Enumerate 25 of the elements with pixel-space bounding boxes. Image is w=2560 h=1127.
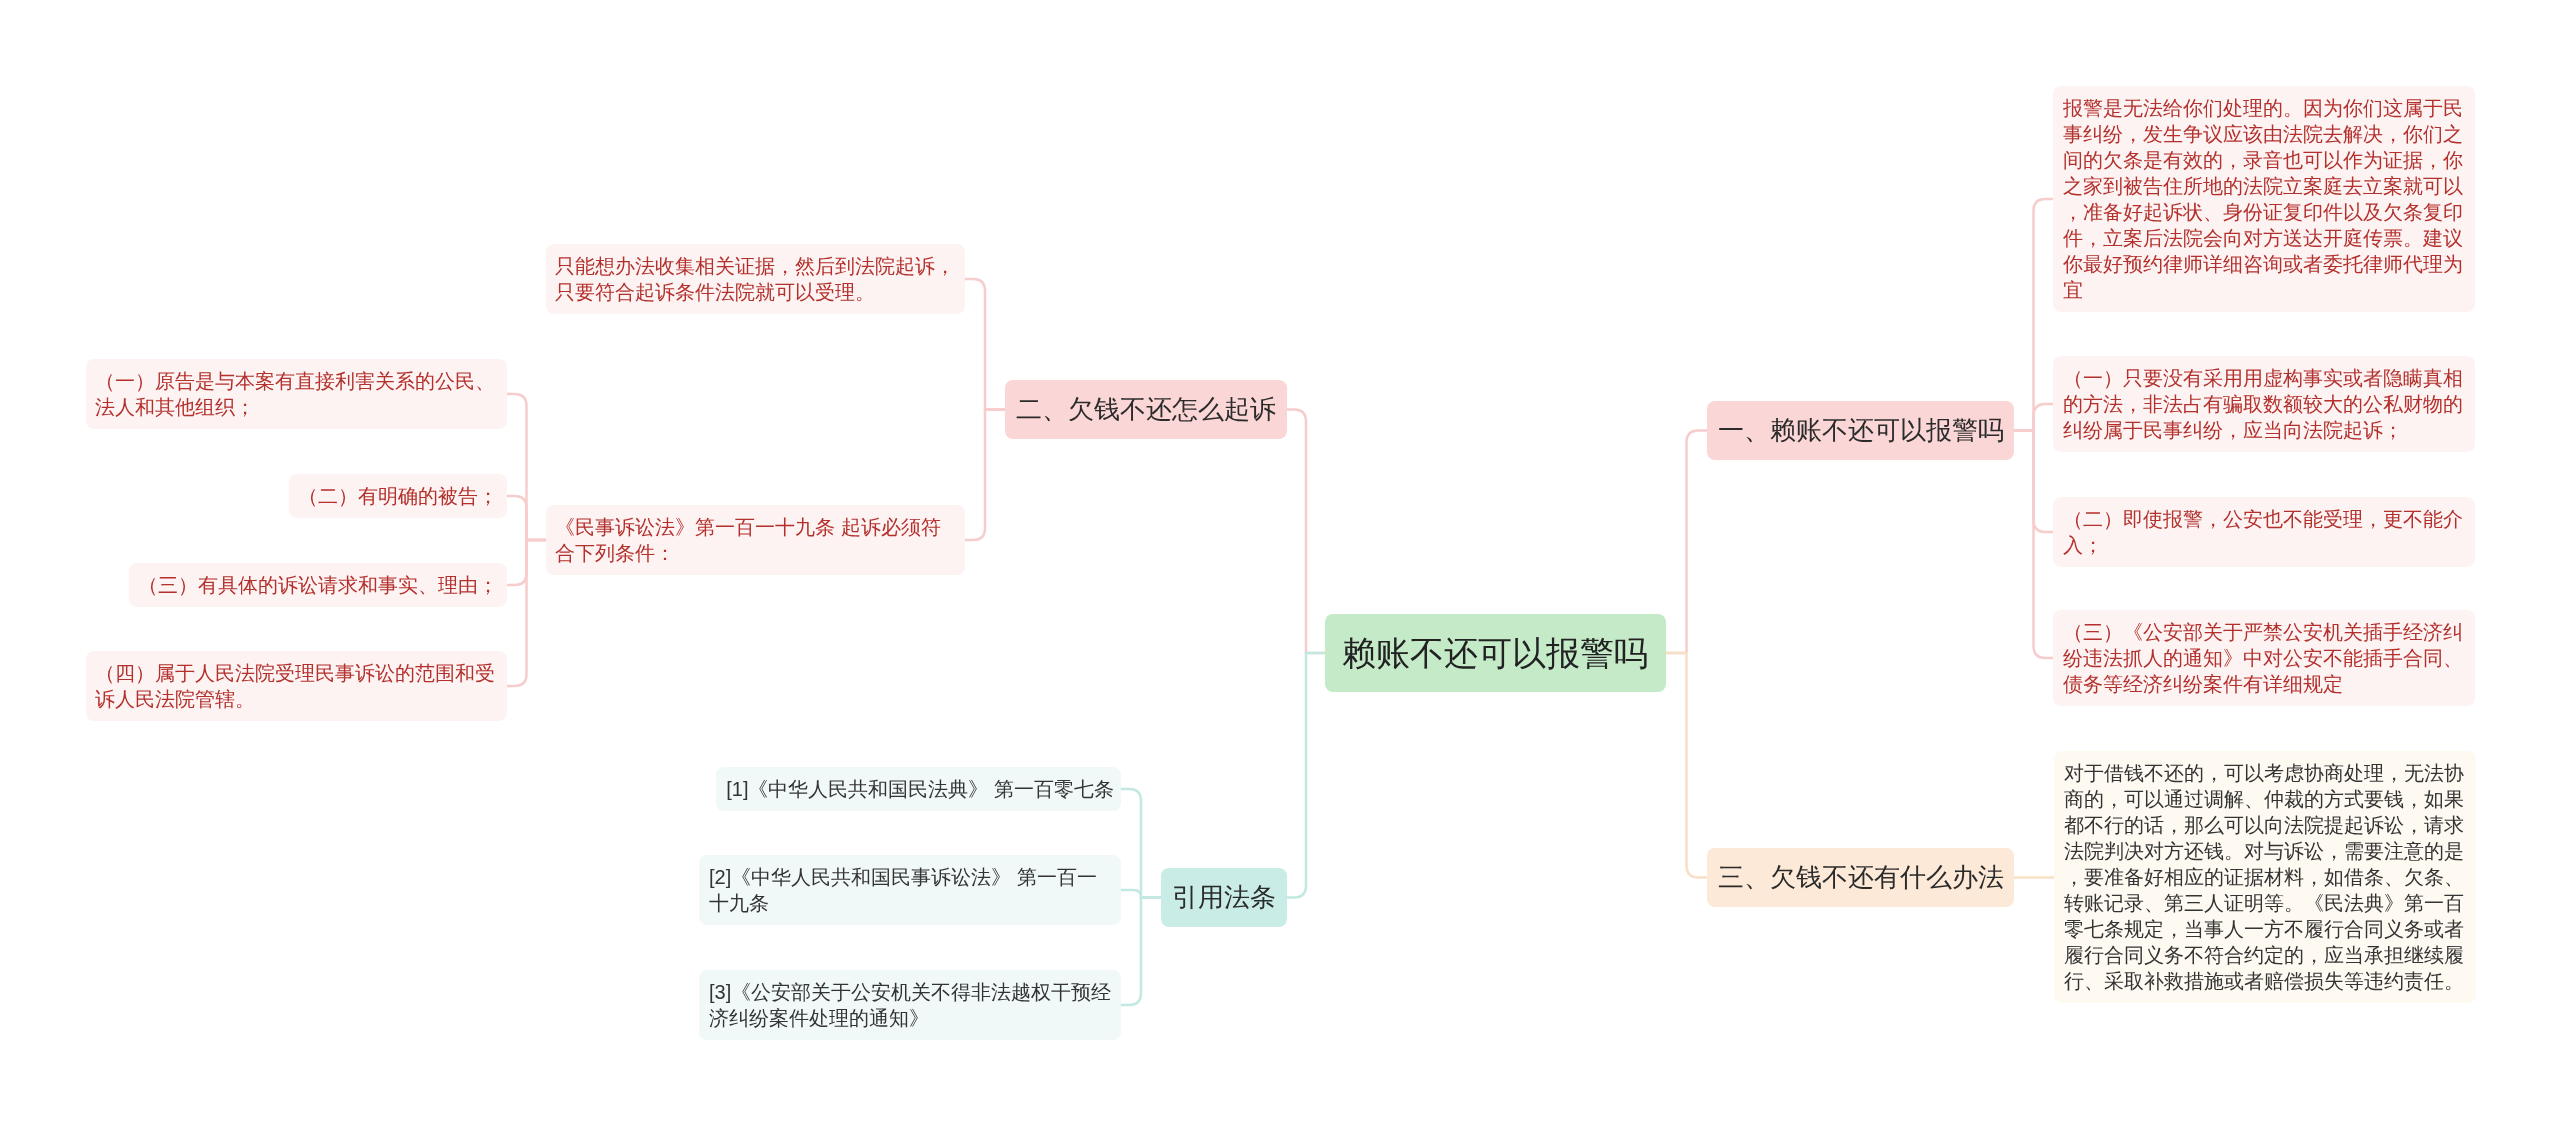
connector-line xyxy=(1666,651,1707,879)
subtopic-box: （二）即使报警，公安也不能受理，更不能介入； xyxy=(2053,497,2475,567)
subtopic-box: [1]《中华人民共和国民法典》 第一百零七条 xyxy=(716,767,1121,811)
subtopic-box: （一）原告是与本案有直接利害关系的公民、法人和其他组织； xyxy=(86,359,507,429)
connector-line xyxy=(2014,429,2053,660)
subtopic-box: 对于借钱不还的，可以考虑协商处理，无法协商的，可以通过调解、仲裁的方式要钱，如果都不行的话，那么可以向法院提起诉讼，请求法院判决对方还钱。对与诉讼，需要注意的是，要准备好相应的证据材料，如借条、欠条、转账记录、第三人证明等。《民法典》第一百零七条规定，当事人一方不履行合同义务或者履行合同义务不符合约定的，应当承担继续履行、采取补救措施或者赔偿损失等违约责任。 xyxy=(2054,751,2476,1003)
subtopic-box: [2]《中华人民共和国民事诉讼法》 第一百一十九条 xyxy=(699,855,1121,925)
connector-line xyxy=(965,408,1005,542)
central-topic: 赖账不还可以报警吗 xyxy=(1325,614,1666,692)
branch-topic: 三、欠钱不还有什么办法 xyxy=(1707,848,2014,907)
subtopic-box: 只能想办法收集相关证据，然后到法院起诉，只要符合起诉条件法院就可以受理。 xyxy=(546,244,965,314)
subtopic-box: （三）《公安部关于严禁公安机关插手经济纠纷违法抓人的通知》中对公安不能插手合同、债务等经济纠纷案件有详细规定 xyxy=(2053,610,2475,706)
subtopic-box: 报警是无法给你们处理的。因为你们这属于民事纠纷，发生争议应该由法院去解决，你们之间的欠条是有效的，录音也可以作为证据，你之家到被告住所地的法院立案庭去立案就可以，准备好起诉状、身份证复印件以及欠条复印件，立案后法院会向对方送达开庭传票。建议你最好预约律师详细咨询或者委托律师代理为宜 xyxy=(2053,86,2475,312)
subtopic-box: [3]《公安部关于公安机关不得非法越权干预经济纠纷案件处理的通知》 xyxy=(699,970,1121,1040)
subtopic-box: 《民事诉讼法》第一百一十九条 起诉必须符合下列条件： xyxy=(546,505,965,575)
subtopic-box: （三）有具体的诉讼请求和事实、理由； xyxy=(129,563,507,607)
connector-line xyxy=(1287,651,1325,899)
connector-line xyxy=(507,538,546,688)
branch-topic: 引用法条 xyxy=(1161,868,1287,927)
subtopic-box: （二）有明确的被告； xyxy=(289,474,507,518)
branch-topic: 一、赖账不还可以报警吗 xyxy=(1707,401,2014,460)
subtopic-box: （一）只要没有采用用虚构事实或者隐瞒真相的方法，非法占有骗取数额较大的公私财物的纠纷属于民事纠纷，应当向法院起诉； xyxy=(2053,356,2475,452)
branch-topic: 二、欠钱不还怎么起诉 xyxy=(1005,380,1287,439)
subtopic-box: （四）属于人民法院受理民事诉讼的范围和受诉人民法院管辖。 xyxy=(86,651,507,721)
connector-line xyxy=(2014,876,2054,879)
